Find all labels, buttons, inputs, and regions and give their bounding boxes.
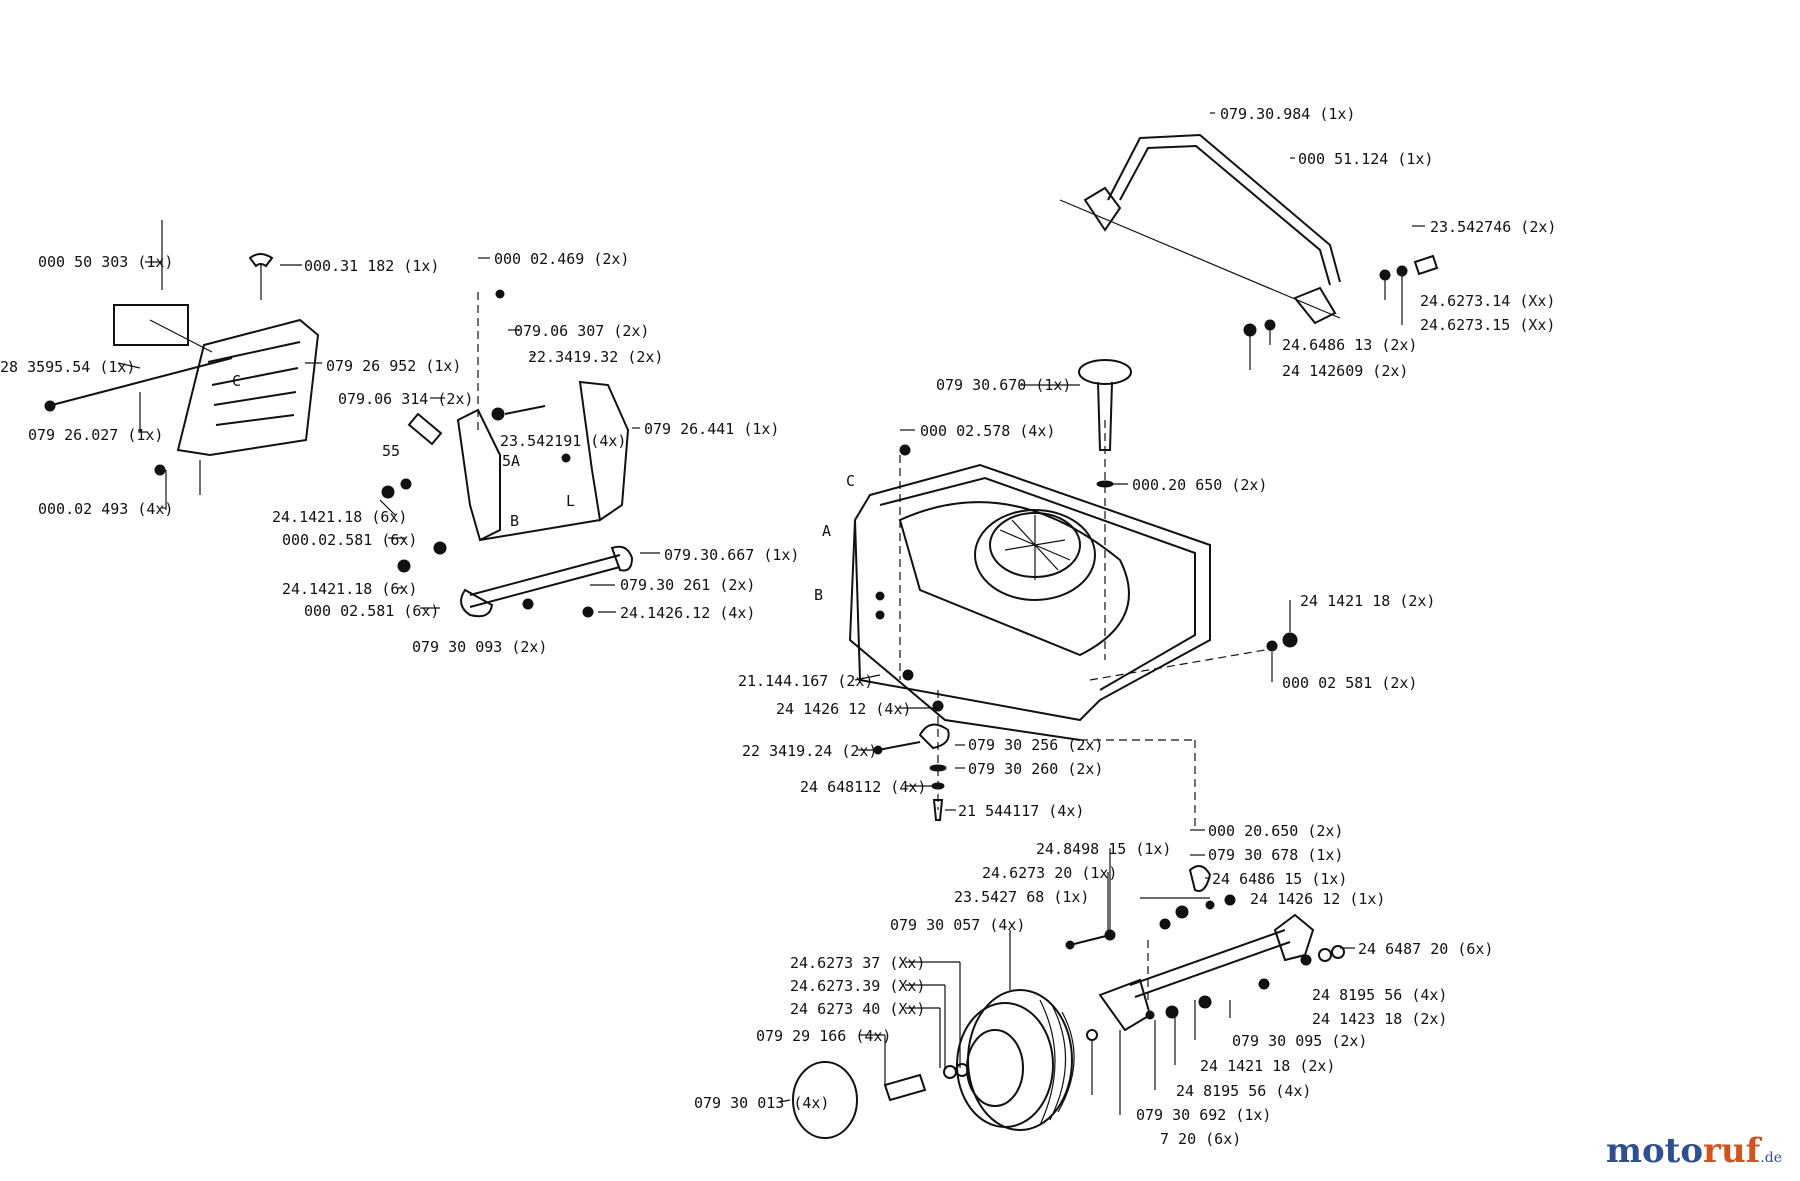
part-label: 24 1426 12 (1x) bbox=[1250, 890, 1385, 908]
axle-rod bbox=[51, 357, 233, 406]
part-label: 24 8195 56 (4x) bbox=[1176, 1082, 1311, 1100]
part-label: 000 02.469 (2x) bbox=[494, 250, 629, 268]
part-label: 000 51.124 (1x) bbox=[1298, 150, 1433, 168]
part-label: 24.6273.14 (Xx) bbox=[1420, 292, 1555, 310]
left-bracket bbox=[456, 408, 501, 542]
part-label: 24.1421.18 (6x) bbox=[282, 580, 417, 598]
part-label: 24 1426 12 (4x) bbox=[776, 700, 911, 718]
part-label: 24 8195 56 (4x) bbox=[1312, 986, 1447, 1004]
part-label: 21 544117 (4x) bbox=[958, 802, 1084, 820]
part-label: 079.30 261 (2x) bbox=[620, 576, 755, 594]
ref-letter: A bbox=[822, 522, 831, 540]
height-adjust-assembly bbox=[381, 289, 634, 618]
rear-flap-assembly bbox=[44, 220, 320, 510]
deck-body bbox=[853, 463, 1211, 722]
label-plate bbox=[113, 304, 189, 346]
part-label: 24 142609 (2x) bbox=[1282, 362, 1408, 380]
part-label: 24 648112 (4x) bbox=[800, 778, 926, 796]
part-label: 22 3419.24 (2x) bbox=[742, 742, 877, 760]
part-label: 079 30 095 (2x) bbox=[1232, 1032, 1367, 1050]
flap-body bbox=[176, 318, 320, 457]
part-label: 079 30 093 (2x) bbox=[412, 638, 547, 656]
part-label: 079 29 166 (4x) bbox=[756, 1027, 891, 1045]
ref-letter: 5A bbox=[502, 452, 520, 470]
mower-deck bbox=[848, 359, 1298, 830]
ref-letter: B bbox=[510, 512, 519, 530]
part-label: 23.5427 68 (1x) bbox=[954, 888, 1089, 906]
part-label: 000.31 182 (1x) bbox=[304, 257, 439, 275]
part-label: 000 02.581 (6x) bbox=[304, 602, 439, 620]
ref-letter: 55 bbox=[382, 442, 400, 460]
part-label: 24 6486 15 (1x) bbox=[1212, 870, 1347, 888]
wheel bbox=[967, 989, 1073, 1131]
part-label: 24 6273 40 (Xx) bbox=[790, 1000, 925, 1018]
knob bbox=[1078, 359, 1132, 385]
part-label: 24 1421 18 (2x) bbox=[1200, 1057, 1335, 1075]
part-label: 24 6487 20 (6x) bbox=[1358, 940, 1493, 958]
part-label: 079 26.441 (1x) bbox=[644, 420, 779, 438]
part-label: 000.02 493 (4x) bbox=[38, 500, 173, 518]
part-label: 000 20.650 (2x) bbox=[1208, 822, 1343, 840]
hubcap bbox=[792, 1061, 858, 1139]
part-label: 000 02.578 (4x) bbox=[920, 422, 1055, 440]
part-label: 24 1423 18 (2x) bbox=[1312, 1010, 1447, 1028]
part-label: 24.6486 13 (2x) bbox=[1282, 336, 1417, 354]
part-label: 079.30.984 (1x) bbox=[1220, 105, 1355, 123]
part-label: 079 30 057 (4x) bbox=[890, 916, 1025, 934]
part-labels: 000 50 303 (1x) 000.31 182 (1x) 28 3595.… bbox=[0, 105, 1556, 1148]
rear-axle bbox=[1129, 929, 1291, 998]
part-label: 23.542191 (4x) bbox=[500, 432, 626, 450]
part-label: 24 1421 18 (2x) bbox=[1300, 592, 1435, 610]
ref-letter: L bbox=[566, 492, 575, 510]
part-label: 24.1426.12 (4x) bbox=[620, 604, 755, 622]
part-label: 079 26.027 (1x) bbox=[28, 426, 163, 444]
ref-letter: B bbox=[814, 586, 823, 604]
part-label: 24.6273 37 (Xx) bbox=[790, 954, 925, 972]
part-label: 079 30.670 (1x) bbox=[936, 376, 1071, 394]
part-label: 079 30 013 (4x) bbox=[694, 1094, 829, 1112]
part-label: 000.20 650 (2x) bbox=[1132, 476, 1267, 494]
handle-assembly bbox=[1059, 133, 1439, 337]
part-label: 21.144.167 (2x) bbox=[738, 672, 873, 690]
part-label: 24.6273.15 (Xx) bbox=[1420, 316, 1555, 334]
motor bbox=[974, 509, 1096, 601]
part-label: 079 30 678 (1x) bbox=[1208, 846, 1343, 864]
ref-letter: C bbox=[846, 472, 855, 490]
part-label: 000.02.581 (6x) bbox=[282, 531, 417, 549]
part-label: 000 02 581 (2x) bbox=[1282, 674, 1417, 692]
part-label: 24.8498 15 (1x) bbox=[1036, 840, 1171, 858]
part-label: 079 30 260 (2x) bbox=[968, 760, 1103, 778]
part-label: 079 30 256 (2x) bbox=[968, 736, 1103, 754]
part-label: 7 20 (6x) bbox=[1160, 1130, 1241, 1148]
part-label: 079 30 692 (1x) bbox=[1136, 1106, 1271, 1124]
clip-part bbox=[248, 253, 274, 268]
brand-logo: motoruf.de bbox=[1605, 1131, 1782, 1171]
handle-bar bbox=[1107, 133, 1341, 283]
part-label: 24.1421.18 (6x) bbox=[272, 508, 407, 526]
wheel-assembly bbox=[792, 865, 1345, 1139]
part-label: 079 26 952 (1x) bbox=[326, 357, 461, 375]
leader-lines bbox=[117, 112, 1425, 1115]
part-label: 24.6273 20 (1x) bbox=[982, 864, 1117, 882]
part-label: 079.30.667 (1x) bbox=[664, 546, 799, 564]
ref-letter: C bbox=[232, 372, 241, 390]
part-label: 079.06 307 (2x) bbox=[514, 322, 649, 340]
part-label: 28 3595.54 (1x) bbox=[0, 358, 135, 376]
adjust-rod bbox=[469, 554, 621, 608]
part-label: 24.6273.39 (Xx) bbox=[790, 977, 925, 995]
part-label: 079.06 314 (2x) bbox=[338, 390, 473, 408]
part-label: 22.3419.32 (2x) bbox=[528, 348, 663, 366]
part-label: 000 50 303 (1x) bbox=[38, 253, 173, 271]
right-bracket bbox=[578, 380, 630, 522]
part-label: 23.542746 (2x) bbox=[1430, 218, 1556, 236]
